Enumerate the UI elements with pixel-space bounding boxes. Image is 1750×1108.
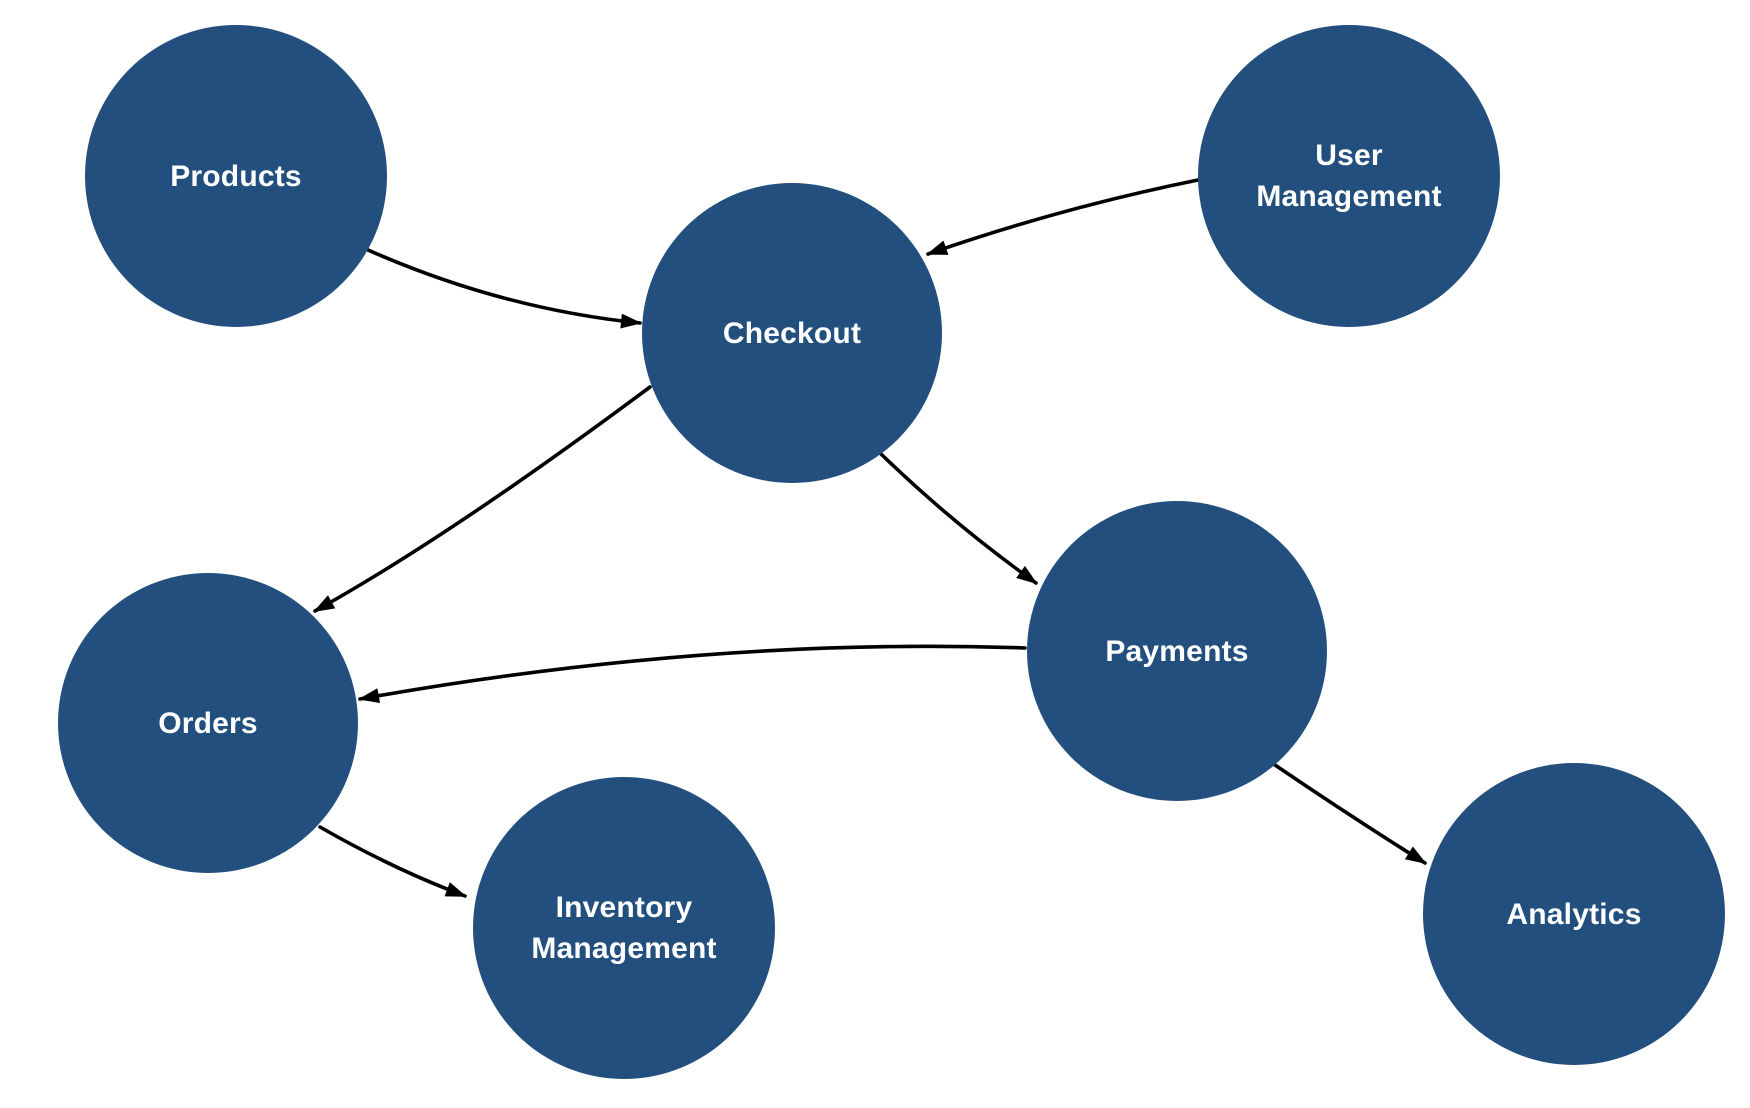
edge-orders-to-inventory-management[interactable]: [318, 825, 467, 898]
node-label: Orders: [158, 706, 258, 740]
node-payments[interactable]: Payments: [1027, 501, 1327, 801]
edge-checkout-to-payments[interactable]: [878, 451, 1038, 585]
edge-products-to-checkout[interactable]: [366, 248, 642, 329]
node-label: Analytics: [1506, 897, 1642, 931]
node-label: Management: [531, 932, 717, 965]
node-label: User: [1315, 139, 1383, 172]
node-label: Checkout: [722, 316, 862, 350]
edge-user-management-to-checkout[interactable]: [926, 178, 1200, 256]
node-orders[interactable]: Orders: [58, 573, 358, 873]
node-label: Management: [1256, 180, 1442, 213]
node-label: Payments: [1105, 634, 1249, 668]
node-products[interactable]: Products: [85, 25, 387, 327]
edge-checkout-to-orders[interactable]: [313, 385, 652, 613]
edge-payments-to-analytics[interactable]: [1273, 763, 1427, 865]
node-label: Inventory: [555, 891, 693, 924]
node-checkout[interactable]: Checkout: [642, 183, 942, 483]
edge-payments-to-orders[interactable]: [358, 644, 1027, 704]
node-label: Products: [170, 159, 302, 193]
node-analytics[interactable]: Analytics: [1423, 763, 1725, 1065]
